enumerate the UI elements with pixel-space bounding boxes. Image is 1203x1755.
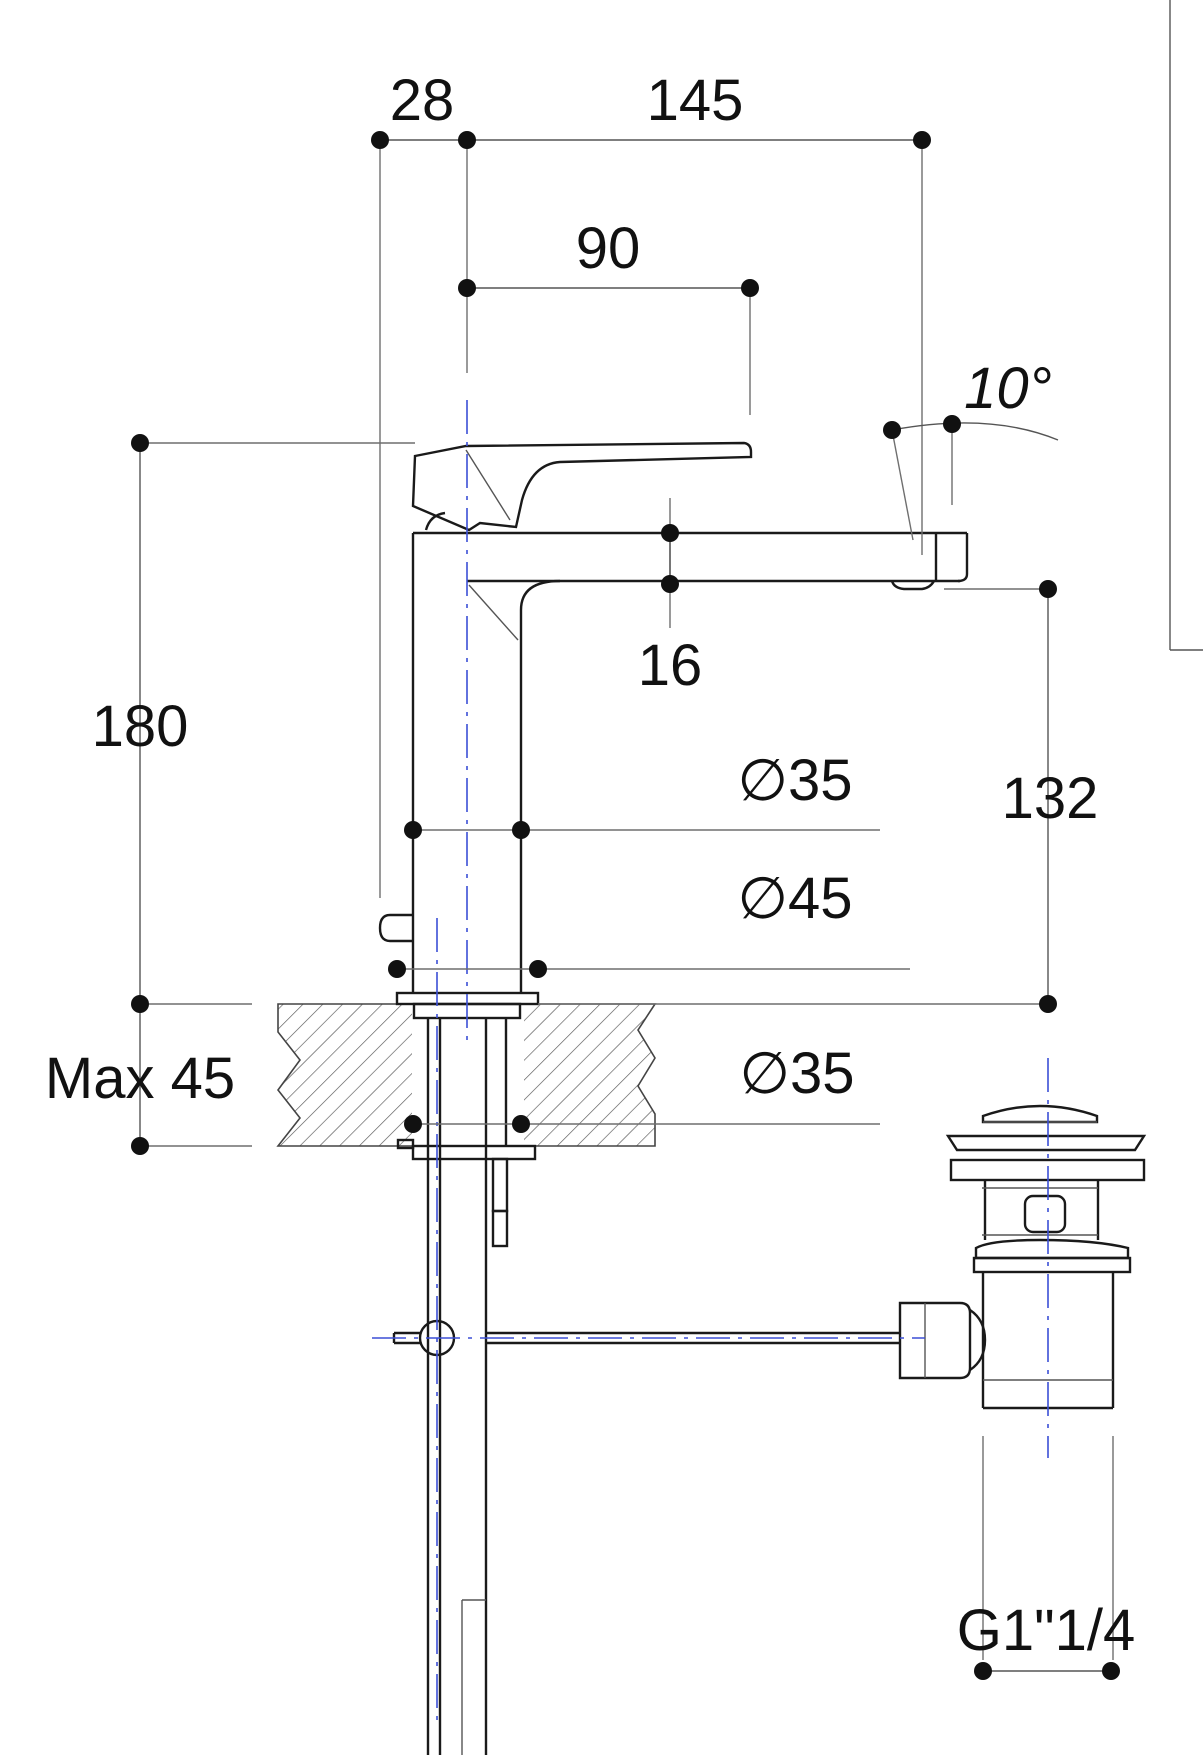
dimension-labels: 28 145 90 10° 16 180 132 ∅35 ∅45 ∅35 Max… [45,68,1135,1663]
label-angle-10: 10° [964,356,1052,421]
label-thread: G1"1/4 [957,1598,1136,1663]
label-145: 145 [647,68,744,133]
lever-handle [411,441,753,532]
label-dia-35-top: ∅35 [737,748,852,813]
mounting-shank [396,1018,537,1755]
faucet-body [378,531,969,1020]
center-lines [372,400,1049,1720]
label-180: 180 [92,694,189,759]
dimension-markers [131,131,1120,1680]
label-90: 90 [576,216,641,281]
extension-lines [140,140,1114,1660]
label-16: 16 [638,633,703,698]
label-132: 132 [1002,766,1099,831]
label-dia-45: ∅45 [737,866,852,931]
page-frame [1169,0,1203,651]
countertop-section [276,1003,657,1147]
pop-up-waste [898,1104,1147,1410]
label-max-45: Max 45 [45,1046,235,1111]
label-dia-35-bottom: ∅35 [739,1041,854,1106]
label-28: 28 [390,68,455,133]
